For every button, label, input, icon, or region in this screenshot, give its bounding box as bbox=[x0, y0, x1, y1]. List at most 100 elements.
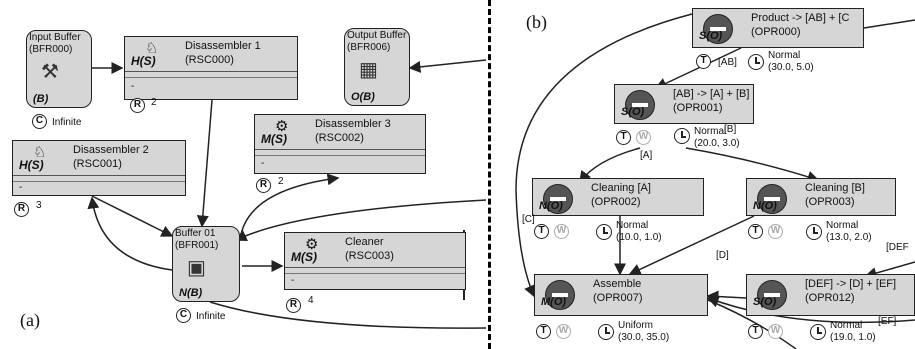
output-buffer-node[interactable]: Output Buffer (BFR006) ▦ O(B) bbox=[344, 28, 410, 106]
boxes-icon: ▣ bbox=[187, 257, 206, 279]
worker-icon: ♘ bbox=[33, 144, 47, 161]
cleaner-type: M(S) bbox=[291, 250, 317, 264]
opr002-params: (10.0, 1.0) bbox=[616, 232, 662, 243]
disassembler3-count: 2 bbox=[278, 176, 284, 187]
edge-label-a: [A] bbox=[640, 150, 653, 161]
opr012-label: [DEF] -> [D] + [EF] bbox=[805, 278, 897, 290]
opr012-params: (19.0, 1.0) bbox=[830, 332, 876, 343]
edge-opr000-out bbox=[863, 19, 915, 29]
conveyor-icon: ⚒ bbox=[41, 61, 59, 83]
edge-buffer01-out bbox=[209, 301, 486, 329]
panel-b-label: (b) bbox=[526, 12, 547, 32]
transport-icon: T bbox=[748, 224, 763, 239]
disassembler2-code: (RSC001) bbox=[73, 158, 122, 170]
edge-label-def: [DEF bbox=[886, 242, 909, 253]
opr007-node[interactable]: M(O) Assemble (OPR007) bbox=[534, 274, 708, 316]
disassembler3-sub: - bbox=[261, 158, 265, 169]
worker-badge-icon: W bbox=[768, 224, 783, 239]
disassembler3-type: M(S) bbox=[261, 132, 287, 146]
input-buffer-code: (BFR000) bbox=[29, 44, 73, 55]
buffer01-capacity: Infinite bbox=[196, 311, 226, 322]
edge-opr001-to-opr003 bbox=[685, 147, 820, 183]
opr003-dist: Normal bbox=[826, 220, 859, 231]
resource-icon: R bbox=[14, 202, 29, 217]
opr001-params: (20.0, 3.0) bbox=[694, 138, 740, 149]
worker-badge-icon: W bbox=[636, 130, 651, 145]
panel-b-operation-view: S(O) Product -> [AB] + [C (OPR000) T [AB… bbox=[496, 0, 915, 349]
edge-opr003-to-opr007 bbox=[628, 215, 755, 275]
operation-icon bbox=[757, 280, 787, 310]
transport-icon: T bbox=[616, 130, 631, 145]
opr007-label: Assemble bbox=[593, 278, 642, 290]
opr001-node[interactable]: S(O) [AB] -> [A] + [B] (OPR001) bbox=[614, 84, 754, 124]
opr003-params: (13.0, 2.0) bbox=[826, 232, 872, 243]
opr012-type: S(O) bbox=[753, 296, 777, 308]
opr002-dist: Normal bbox=[616, 220, 649, 231]
clock-icon bbox=[674, 128, 690, 144]
resource-icon: R bbox=[286, 298, 301, 313]
opr003-label: Cleaning [B] bbox=[805, 182, 865, 194]
panel-divider bbox=[488, 0, 491, 349]
buffer01-type: N(B) bbox=[179, 287, 203, 299]
opr002-type: N(O) bbox=[539, 200, 563, 212]
buffer01-label: Buffer 01 bbox=[175, 228, 216, 239]
operation-icon bbox=[625, 90, 655, 120]
clock-icon bbox=[598, 324, 614, 340]
worker-badge-icon: W bbox=[554, 224, 569, 239]
clock-icon bbox=[806, 224, 822, 240]
machine-icon: ⚙ bbox=[305, 236, 319, 253]
cleaner-count: 4 bbox=[308, 295, 314, 306]
opr003-node[interactable]: N(O) Cleaning [B] (OPR003) bbox=[746, 178, 896, 216]
opr007-dist: Uniform bbox=[618, 320, 654, 331]
disassembler2-sub: - bbox=[19, 182, 23, 193]
output-buffer-label: Output Buffer bbox=[347, 30, 407, 41]
opr000-code: (OPR000) bbox=[751, 26, 801, 38]
opr000-node[interactable]: S(O) Product -> [AB] + [C (OPR000) bbox=[692, 8, 864, 48]
opr012-node[interactable]: S(O) [DEF] -> [D] + [EF] (OPR012) bbox=[746, 274, 915, 316]
disassembler1-node[interactable]: ♘ H(S) Disassembler 1 (RSC000) - bbox=[124, 36, 298, 100]
disassembler1-sub: - bbox=[131, 81, 135, 92]
disassembler3-code: (RSC002) bbox=[315, 132, 364, 144]
cleaner-code: (RSC003) bbox=[345, 250, 394, 262]
opr007-params: (30.0, 35.0) bbox=[618, 332, 670, 343]
transport-icon: T bbox=[748, 324, 763, 339]
output-buffer-type: O(B) bbox=[351, 91, 375, 103]
buffer01-node[interactable]: Buffer 01 (BFR001) ▣ N(B) bbox=[172, 226, 240, 302]
disassembler2-label: Disassembler 2 bbox=[73, 144, 149, 156]
edge-label-b: [B] bbox=[724, 124, 737, 135]
disassembler1-label: Disassembler 1 bbox=[185, 40, 261, 52]
edge-label-ef: [EF] bbox=[878, 316, 897, 327]
operation-icon bbox=[545, 280, 575, 310]
transport-icon: T bbox=[696, 54, 711, 69]
resource-icon: R bbox=[256, 178, 271, 193]
disassembler1-count: 2 bbox=[151, 97, 157, 108]
input-buffer-label: Input Buffer bbox=[29, 32, 81, 43]
edge-opr000-to-opr001 bbox=[654, 47, 742, 89]
opr000-params: (30.0, 5.0) bbox=[768, 62, 814, 73]
worker-badge-icon: W bbox=[556, 324, 571, 339]
opr007-code: (OPR007) bbox=[593, 292, 643, 304]
opr000-type: S(O) bbox=[699, 30, 723, 42]
worker-icon: ♘ bbox=[145, 40, 159, 57]
operation-icon bbox=[703, 14, 733, 44]
disassembler1-type: H(S) bbox=[131, 54, 156, 68]
opr001-dist: Normal bbox=[694, 126, 727, 137]
disassembler2-type: H(S) bbox=[19, 158, 44, 172]
capacity-icon: C bbox=[32, 114, 47, 129]
opr002-node[interactable]: N(O) Cleaning [A] (OPR002) bbox=[532, 178, 704, 216]
cleaner-sub: - bbox=[291, 275, 295, 286]
edge-label-ab: [AB] bbox=[718, 57, 737, 68]
opr003-type: N(O) bbox=[753, 200, 777, 212]
edge-opr000-to-opr007 bbox=[515, 13, 693, 298]
opr002-label: Cleaning [A] bbox=[591, 182, 651, 194]
opr000-dist: Normal bbox=[768, 50, 801, 61]
disassembler1-code: (RSC000) bbox=[185, 54, 234, 66]
cleaner-node[interactable]: ⚙ M(S) Cleaner (RSC003) - bbox=[284, 232, 466, 290]
machine-icon: ⚙ bbox=[275, 118, 289, 135]
edge-to-output-buffer bbox=[408, 59, 486, 73]
disassembler2-node[interactable]: ♘ H(S) Disassembler 2 (RSC001) - bbox=[12, 140, 186, 196]
opr001-type: S(O) bbox=[621, 106, 645, 118]
cleaner-label: Cleaner bbox=[345, 236, 384, 248]
input-buffer-node[interactable]: Input Buffer (BFR000) ⚒ (B) bbox=[26, 30, 92, 108]
disassembler3-node[interactable]: ⚙ M(S) Disassembler 3 (RSC002) - bbox=[254, 114, 426, 174]
